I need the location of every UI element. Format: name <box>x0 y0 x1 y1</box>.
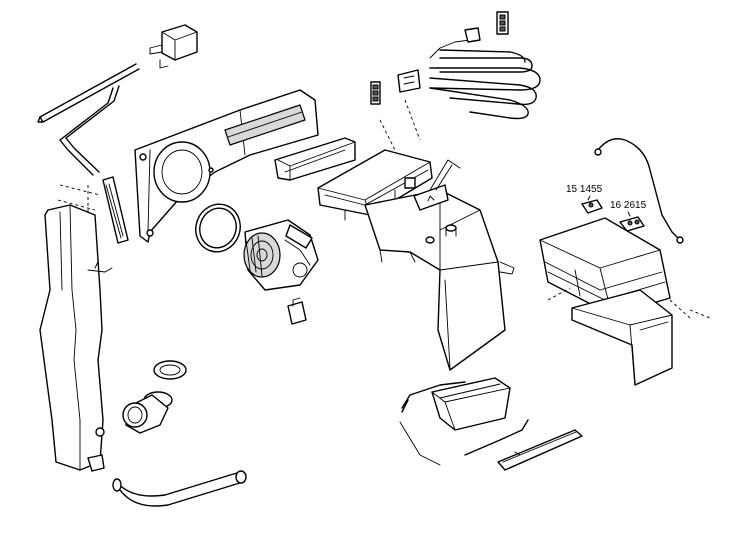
part-number-label-16-2615: 16 2615 <box>610 200 647 211</box>
small-clip <box>287 297 307 325</box>
spring-clip <box>413 159 461 211</box>
guide-lines-bottom <box>399 421 521 466</box>
guide-lines-center <box>379 99 421 151</box>
thermostat-15-1455: 15 1455 <box>566 184 603 214</box>
blower-motor <box>243 219 319 291</box>
guide-lines-right <box>547 287 711 319</box>
outlet-box <box>274 137 356 181</box>
thermostat-cable <box>594 138 684 244</box>
guide-lines-left <box>57 184 101 220</box>
o-ring-seal <box>195 203 241 253</box>
filter-strip <box>102 176 129 244</box>
heater-housing <box>317 149 433 231</box>
thermostat-16-2615: 16 2615 <box>610 200 647 232</box>
drain-tube <box>37 63 140 176</box>
part-number-label-15-1455: 15 1455 <box>566 184 603 195</box>
long-hose <box>112 470 247 507</box>
tall-air-duct <box>39 204 113 472</box>
blower-housing <box>134 89 319 243</box>
heater-box-base <box>571 289 673 386</box>
heater-element <box>397 27 541 120</box>
terminal-block-2 <box>370 81 381 105</box>
filter-tray <box>401 377 529 456</box>
hose-fittings <box>122 360 187 434</box>
terminal-block-1 <box>496 11 509 35</box>
filter-plate <box>497 429 583 471</box>
connector-bracket <box>149 24 198 69</box>
air-chute <box>364 189 515 371</box>
